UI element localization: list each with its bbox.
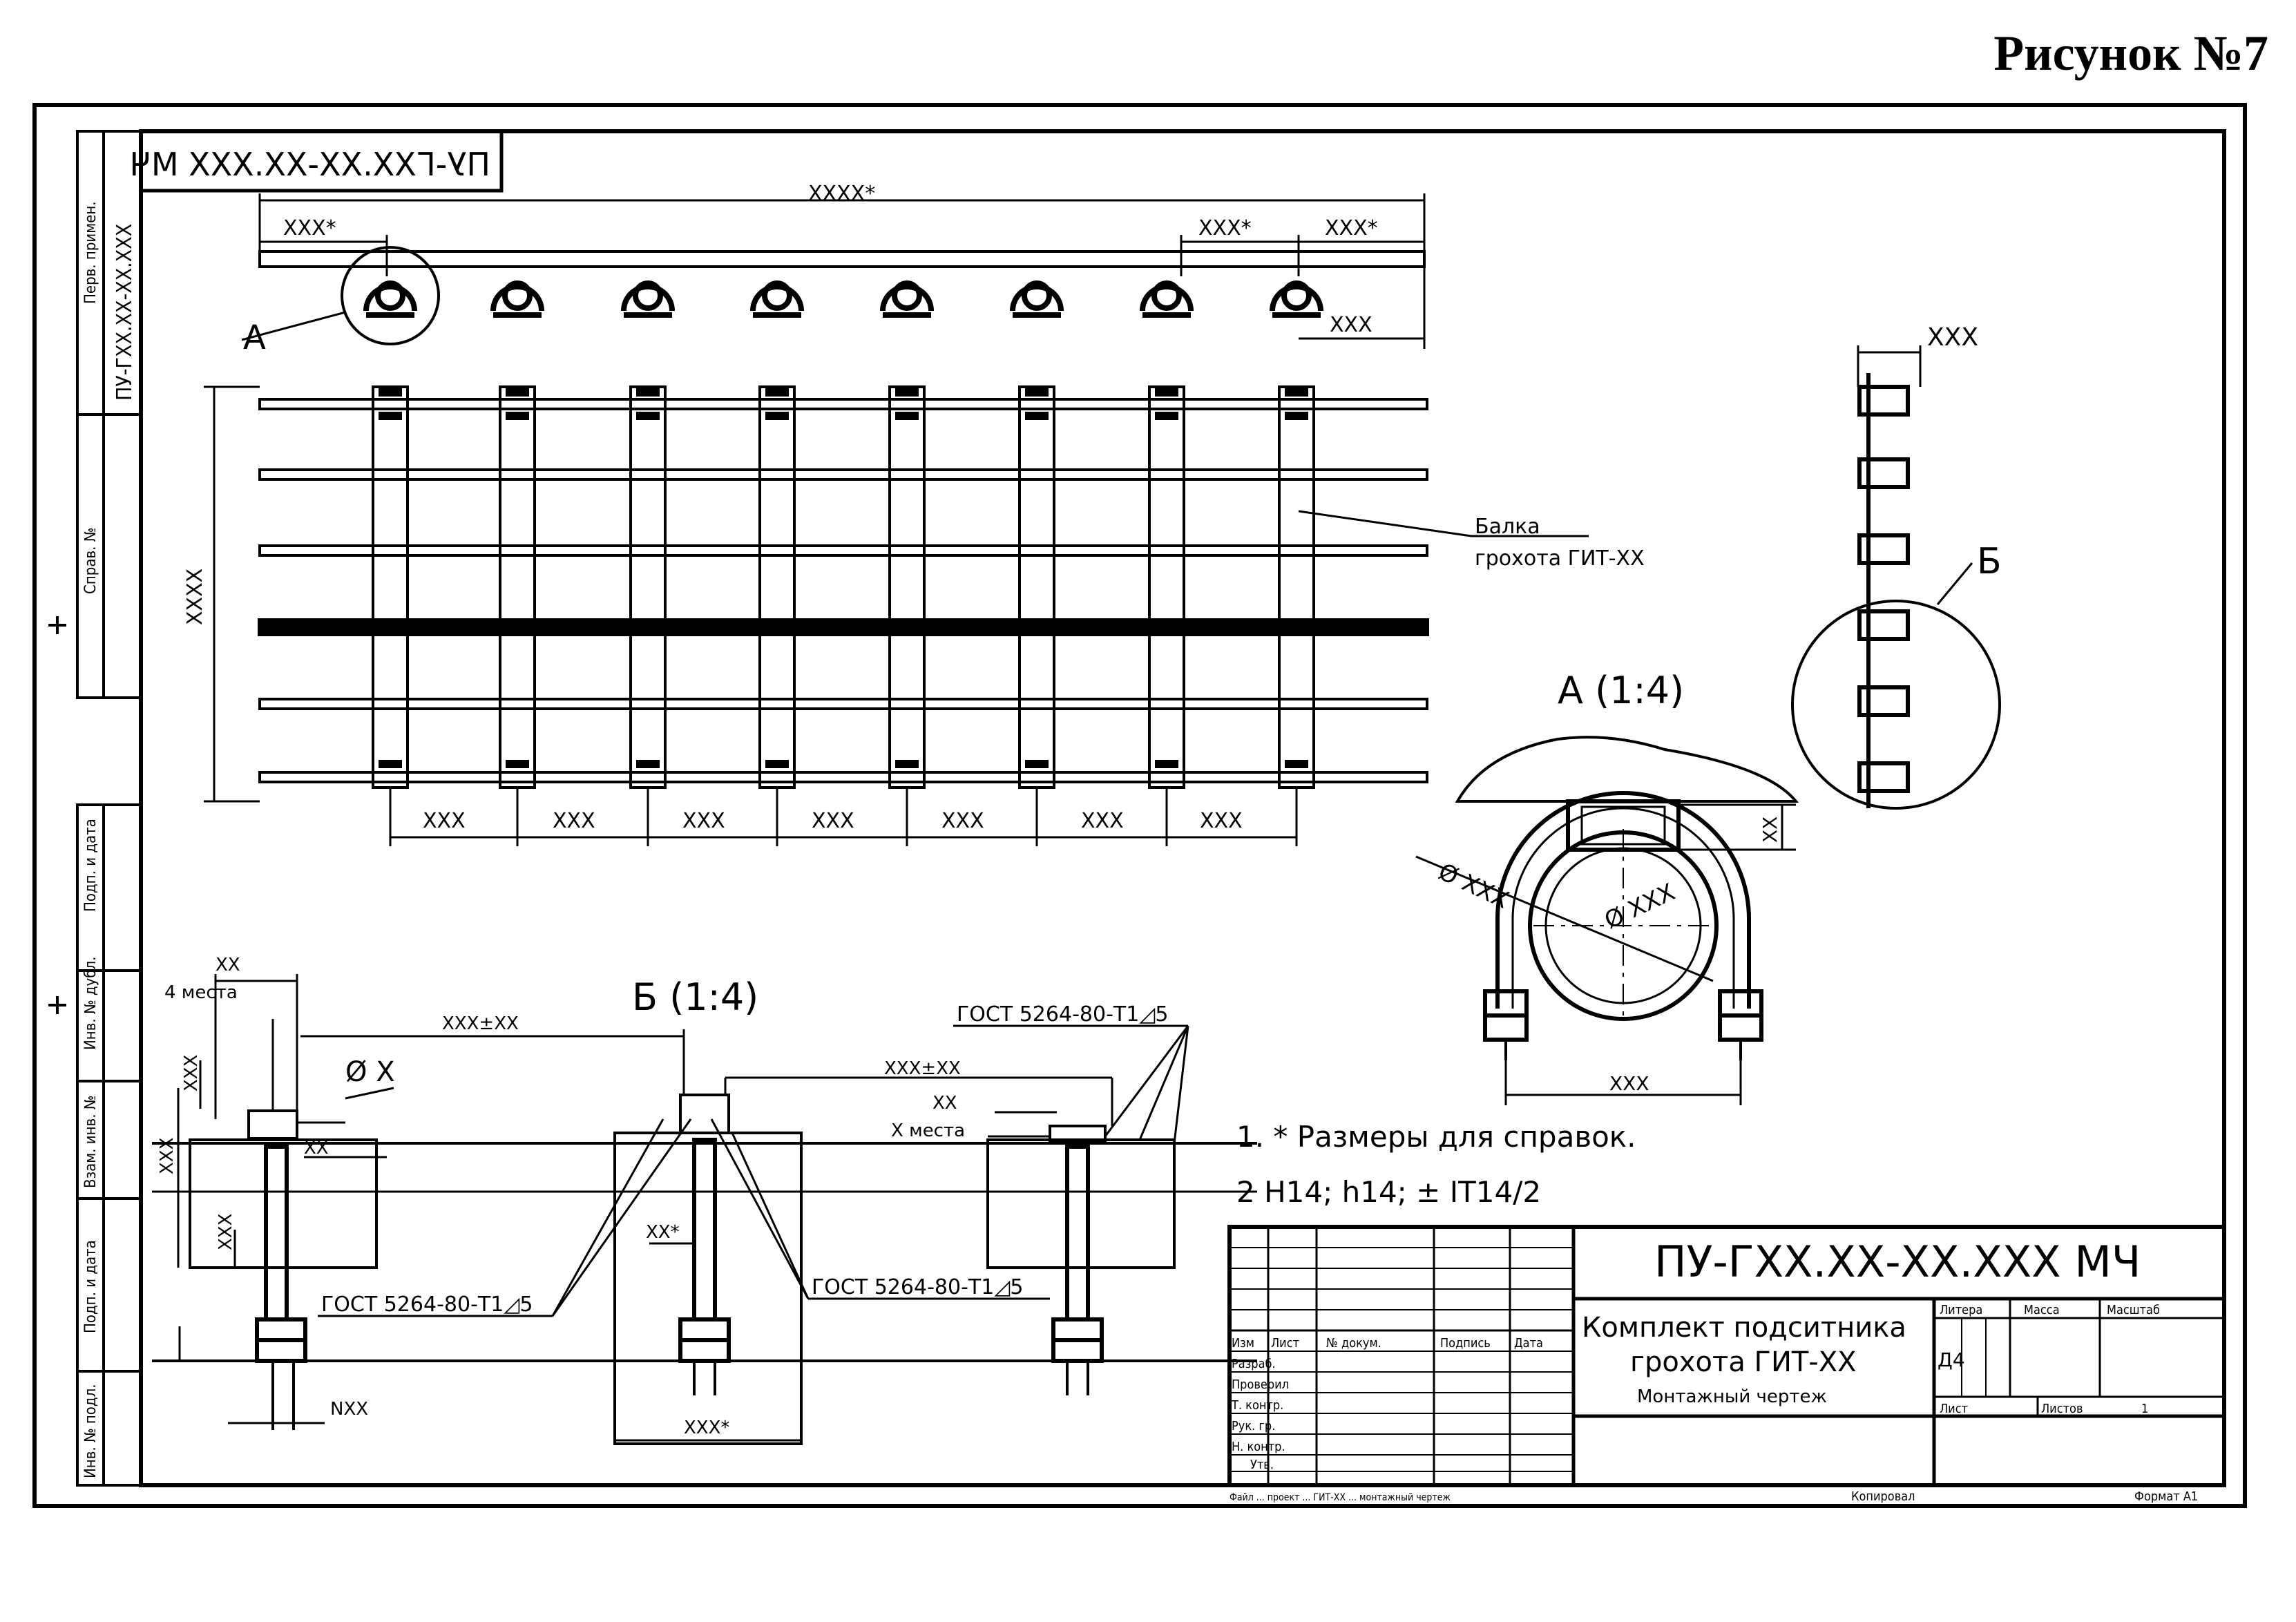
tb-lit-value: Д4 <box>1938 1348 1965 1371</box>
tb-format: Формат А1 <box>2134 1489 2198 1504</box>
detail-b-places-left: 4 места <box>164 982 238 1003</box>
detail-b-dim-bottom: ХХХ* <box>684 1418 729 1438</box>
tb-sheet-label: Лист <box>1940 1402 1968 1416</box>
plan-spacing-5: ХХХ <box>941 809 984 833</box>
side-label-sprav: Справ. № <box>82 528 99 594</box>
tb-row-nkontr: Н. контр. <box>1232 1440 1285 1454</box>
plan-spacing-4: ХХХ <box>812 809 854 833</box>
detail-b-title: Б (1:4) <box>632 975 758 1019</box>
tb-col-scale: Масштаб <box>2107 1303 2160 1317</box>
plan-spacing-7: ХХХ <box>1200 809 1243 833</box>
tb-row-ndok: № докум. <box>1326 1336 1381 1351</box>
outer-frame <box>32 103 2247 1508</box>
figure-caption: Рисунок №7 <box>1993 26 2268 81</box>
tb-row-tkontr: Т. контр. <box>1231 1398 1283 1413</box>
top-marker-a: А <box>243 318 266 357</box>
detail-a-title: А (1:4) <box>1558 669 1684 712</box>
top-dim-right-2: ХХХ* <box>1325 216 1378 240</box>
plan-spacing-2: ХХХ <box>553 809 595 833</box>
plan-view-dimensions <box>204 385 1589 846</box>
detail-b-dim-pm-left: ХХХ±ХХ <box>442 1013 519 1034</box>
tb-row-izm: Изм <box>1232 1336 1254 1351</box>
side-view <box>1791 345 2001 810</box>
plan-view-bolts <box>379 388 1308 768</box>
detail-b-phi: Ø Х <box>345 1056 395 1088</box>
top-dim-left: ХХХ* <box>283 216 336 240</box>
detail-a-width-dim: ХХХ <box>1609 1072 1649 1095</box>
tb-name-line2: грохота ГИТ-ХХ <box>1630 1346 1857 1378</box>
detail-a-dia-outer: Ø ХХХ <box>1434 858 1513 915</box>
detail-b-dim-h-small: ХХ <box>304 1138 329 1158</box>
side-view-dim: ХХХ <box>1927 323 1978 352</box>
detail-b-dim-v2: ХХХ <box>157 1138 178 1174</box>
tb-name-line3: Монтажный чертеж <box>1637 1386 1827 1407</box>
title-block <box>1227 1225 2226 1487</box>
detail-a-height-dim: ХХ <box>1759 817 1781 843</box>
side-code: ПУ-ГХХ.ХХ-ХХ.ХХХ <box>113 224 137 401</box>
top-dim-total: ХХХХ* <box>808 182 875 206</box>
tb-name-line1: Комплект подситника <box>1582 1312 1906 1344</box>
side-label-inv-podl: Инв. № подл. <box>82 1384 99 1478</box>
left-side-strip <box>76 130 142 1487</box>
tb-row-list: Лист <box>1271 1336 1299 1351</box>
tb-file-note: Файл ... проект ... ГИТ-ХХ ... монтажный… <box>1230 1492 1451 1503</box>
plan-callout-line2: грохота ГИТ-ХХ <box>1475 546 1645 571</box>
top-dim-bottom-right: ХХХ <box>1330 313 1372 337</box>
detail-b-dim-pm-right: ХХХ±ХХ <box>884 1058 961 1079</box>
plan-spacing-6: ХХХ <box>1081 809 1124 833</box>
tb-row-data: Дата <box>1514 1336 1543 1351</box>
side-label-perv: Перв. примен. <box>82 201 99 304</box>
mirrored-code: ПУ-ГХХ.ХХ-ХХ.ХХХ МЧ <box>129 146 490 183</box>
plan-view-rails <box>258 398 1429 783</box>
detail-b-weld-3: ГОСТ 5264-80-Т1◿5 <box>812 1275 1023 1299</box>
note-1: 1. * Размеры для справок. <box>1236 1120 1636 1154</box>
detail-b-dim-xx-star: ХХ* <box>646 1222 680 1243</box>
note-2: 2 Н14; h14; ± IT14/2 <box>1236 1175 1541 1209</box>
side-label-podp-2: Подп. и дата <box>82 1240 99 1333</box>
detail-b-places-right: Х места <box>891 1120 965 1141</box>
tb-row-rukgr: Рук. гр. <box>1232 1419 1275 1433</box>
detail-b-weld-1: ГОСТ 5264-80-Т1◿5 <box>957 1002 1168 1027</box>
detail-b-dim-xx-right: ХХ <box>932 1093 957 1114</box>
detail-a-drawing <box>1415 736 1799 1105</box>
tb-row-prov: Проверил <box>1232 1377 1289 1392</box>
detail-b-dim-nut: ΝХХ <box>330 1399 368 1420</box>
top-dim-right-1: ХХХ* <box>1198 216 1252 240</box>
tb-row-utv: Утв. <box>1250 1458 1274 1472</box>
side-view-marker-b: Б <box>1977 541 2002 582</box>
plan-height-dim: ХХХХ <box>183 569 207 625</box>
top-view <box>241 193 1426 349</box>
mirrored-code-box <box>139 129 504 193</box>
tb-copied: Копировал <box>1851 1489 1915 1504</box>
plan-callout-line1: Балка <box>1475 515 1540 539</box>
tb-code: ПУ-ГХХ.ХХ-ХХ.ХХХ МЧ <box>1654 1237 2141 1287</box>
tb-sheets-label: Листов <box>2041 1402 2083 1416</box>
tb-col-mass: Масса <box>2024 1303 2060 1317</box>
side-label-podp: Подп. и дата <box>82 819 99 912</box>
tb-row-podpis: Подпись <box>1440 1336 1491 1351</box>
tb-sheets-value: 1 <box>2141 1402 2148 1416</box>
side-label-inv-dubl: Инв. № дубл. <box>82 957 99 1050</box>
crosshair-marks <box>48 616 66 1014</box>
detail-b-drawing <box>152 974 1257 1445</box>
plan-spacing-3: ХХХ <box>682 809 725 833</box>
detail-b-dim-v1: ХХХ <box>181 1055 202 1091</box>
top-view-clamps <box>363 280 1323 318</box>
tb-col-lit: Литера <box>1940 1303 1982 1317</box>
side-label-vzam: Взам. инв. № <box>82 1096 99 1188</box>
detail-b-dim-v3: ХХХ <box>216 1214 236 1250</box>
plan-view-beams <box>372 385 1315 789</box>
detail-b-weld-2: ГОСТ 5264-80-Т1◿5 <box>321 1292 533 1317</box>
tb-row-razrab: Разраб. <box>1232 1357 1276 1371</box>
detail-b-dim-xx-left: ХХ <box>216 955 240 975</box>
plan-spacing-1: ХХХ <box>423 809 466 833</box>
